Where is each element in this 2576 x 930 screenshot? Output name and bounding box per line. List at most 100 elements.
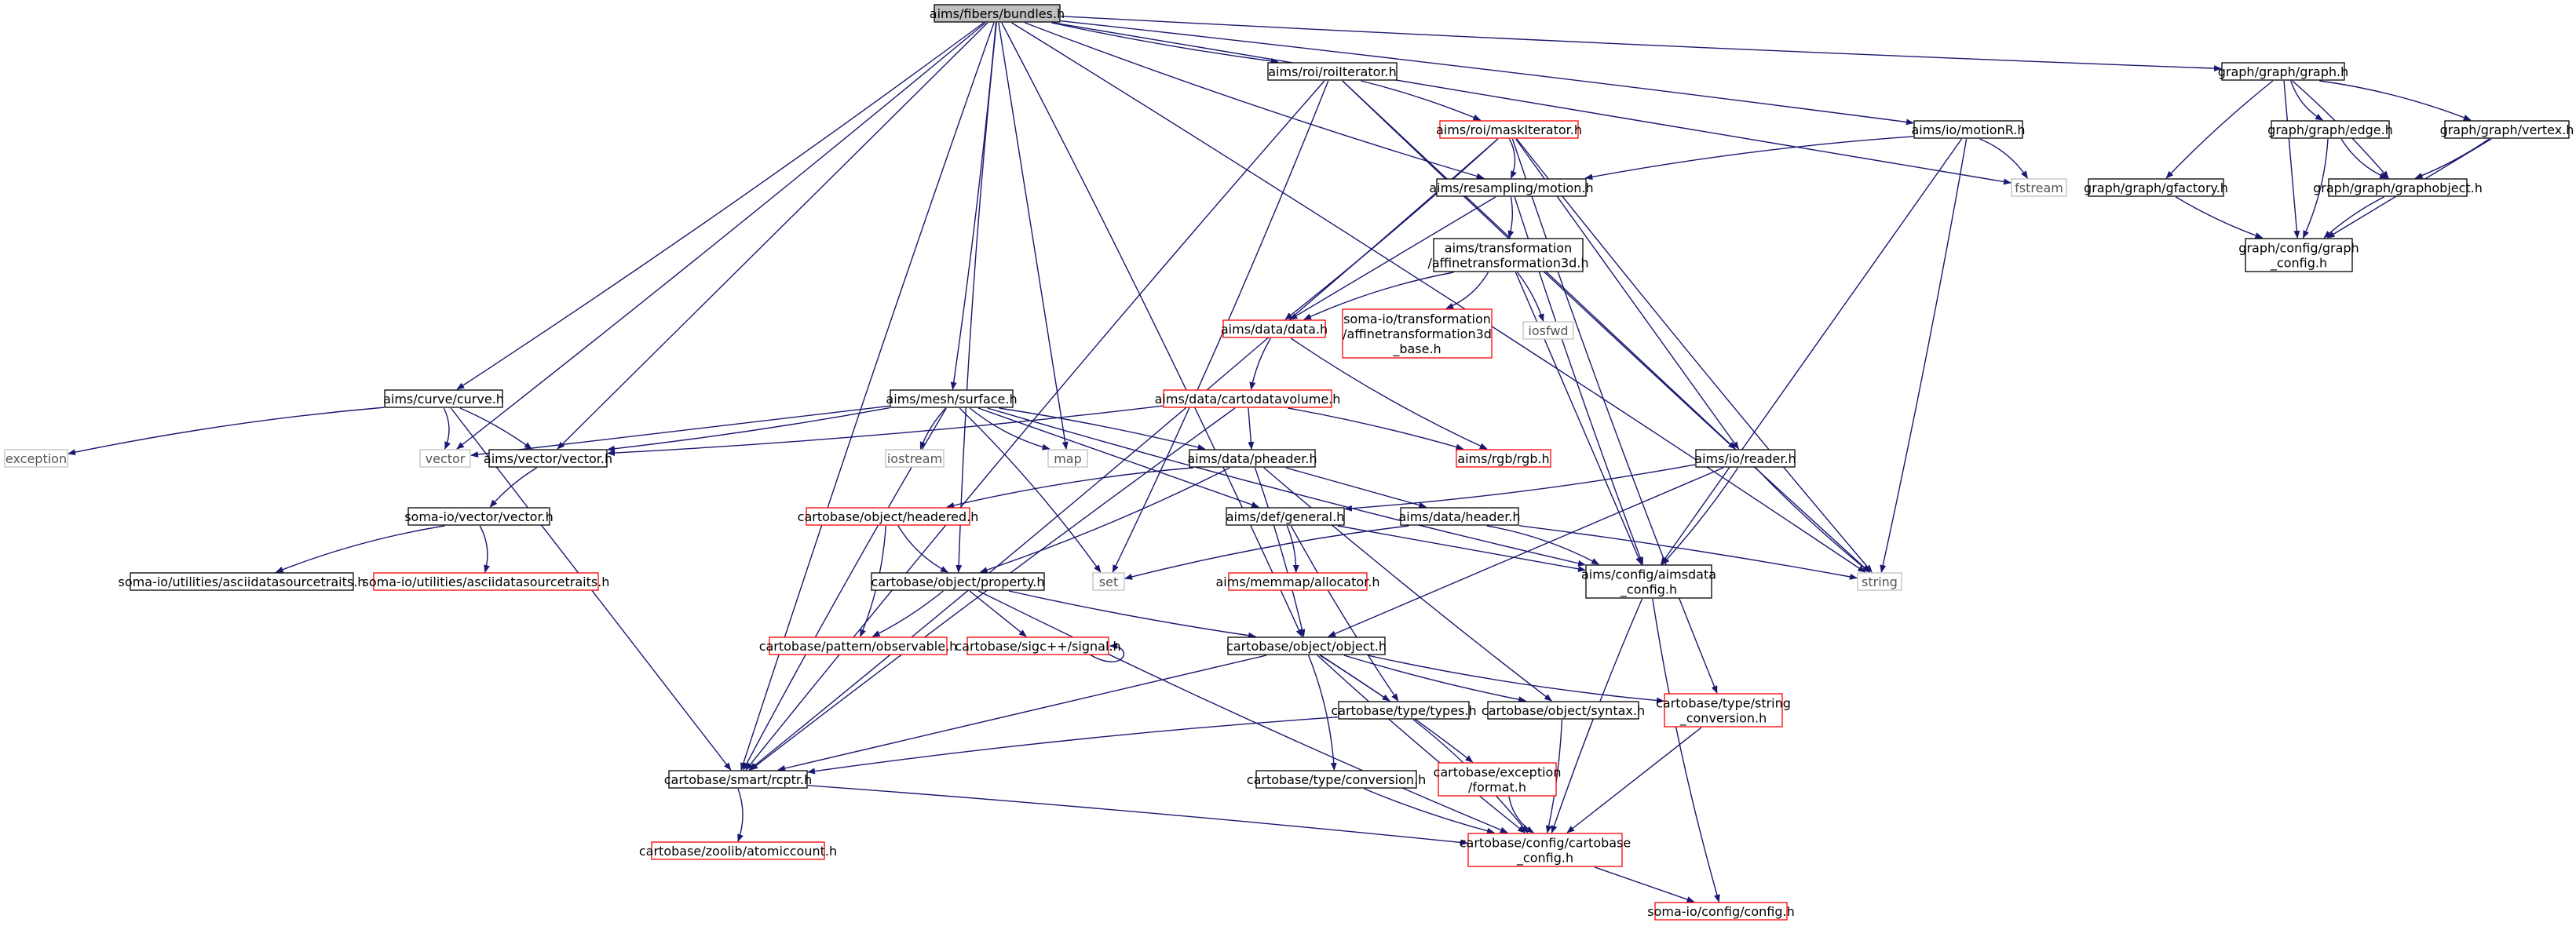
node-box (1467, 833, 1623, 867)
edge-cartovol-to-vectorh (607, 405, 1164, 457)
node-graphconfig[interactable]: graph/config/graph_config.h (2238, 238, 2359, 272)
edge-bundles-to-map (998, 22, 1069, 450)
node-data[interactable]: aims/data/data.h (1221, 319, 1328, 338)
node-fstream[interactable]: fstream (2011, 178, 2067, 197)
edge-affine-to-data (1303, 272, 1454, 320)
edge-maskiter-to-data (1284, 138, 1499, 320)
node-iostream[interactable]: iostream (885, 449, 945, 468)
node-string[interactable]: string (1857, 572, 1902, 591)
node-box (2271, 120, 2390, 139)
node-object[interactable]: cartobase/object/object.h (1226, 636, 1387, 655)
node-label: aims/data/data.h (1221, 322, 1328, 337)
node-maskiter[interactable]: aims/roi/maskIterator.h (1436, 120, 1582, 139)
edge-surface-to-vectorh (607, 407, 890, 452)
node-label: aims/vector/vector.h (484, 451, 612, 466)
node-curve[interactable]: aims/curve/curve.h (383, 389, 504, 408)
node-pheader[interactable]: aims/data/pheader.h (1187, 449, 1317, 468)
node-label: cartobase/config/cartobase (1460, 836, 1631, 851)
edge-curve-to-vectorh (459, 407, 532, 450)
node-box (1585, 564, 1712, 599)
node-label: cartobase/type/types.h (1331, 703, 1476, 718)
node-box (2011, 178, 2067, 197)
node-vector[interactable]: vector (419, 449, 471, 468)
node-types[interactable]: cartobase/type/types.h (1331, 701, 1477, 720)
edge-bundles-to-surface (950, 22, 997, 390)
node-general[interactable]: aims/def/general.h (1226, 507, 1345, 526)
node-edge[interactable]: graph/graph/edge.h (2267, 120, 2393, 139)
edge-pheader-to-header (1285, 467, 1427, 509)
node-excformat[interactable]: cartobase/exception/format.h (1434, 762, 1562, 797)
node-conversion[interactable]: cartobase/type/conversion.h (1247, 770, 1426, 789)
node-label: cartobase/exception (1434, 765, 1562, 780)
node-ascii2[interactable]: soma-io/utilities/asciidatasourcetraits.… (363, 572, 610, 591)
node-motion[interactable]: aims/resampling/motion.h (1429, 178, 1594, 197)
edge-data-to-rgb (1290, 337, 1488, 450)
edge-pheader-to-syntax (1263, 467, 1552, 702)
node-roiiter[interactable]: aims/roi/roiIterator.h (1267, 62, 1398, 81)
node-syntax[interactable]: cartobase/object/syntax.h (1482, 701, 1645, 720)
node-box (1487, 701, 1639, 720)
node-rgb[interactable]: aims/rgb/rgb.h (1456, 449, 1551, 468)
node-ascii1[interactable]: soma-io/utilities/asciidatasourcetraits.… (119, 572, 366, 591)
edge-surface-to-set (959, 407, 1102, 573)
node-label: graph/graph/gfactory.h (2084, 181, 2228, 195)
node-headered[interactable]: cartobase/object/headered.h (798, 507, 979, 526)
node-somavec[interactable]: soma-io/vector/vector.h (404, 507, 554, 526)
edge-cartovol-to-pheader (1248, 407, 1255, 450)
node-aimsconfig[interactable]: aims/config/aimsdata_config.h (1581, 564, 1716, 599)
node-cartovol[interactable]: aims/data/cartodatavolume.h (1155, 389, 1341, 408)
node-label: aims/data/cartodatavolume.h (1155, 392, 1341, 407)
edge-curve-to-vector (443, 407, 451, 450)
node-label: aims/data/pheader.h (1187, 451, 1317, 466)
edge-bundles-to-vector (456, 22, 986, 450)
node-signal[interactable]: cartobase/sigc++/signal.h (955, 636, 1121, 655)
node-strconv[interactable]: cartobase/type/string_conversion.h (1656, 693, 1791, 728)
node-box (1522, 321, 1574, 340)
edge-edge-to-graphobject (2340, 138, 2388, 179)
edge-surface-to-pheader (999, 407, 1206, 450)
node-graph[interactable]: graph/graph/graph.h (2218, 62, 2349, 81)
node-vertex[interactable]: graph/graph/vertex.h (2440, 120, 2574, 139)
node-box (1226, 507, 1345, 526)
node-affine[interactable]: aims/transformation/affinetransformation… (1427, 238, 1589, 272)
node-bundles[interactable]: aims/fibers/bundles.h (930, 4, 1065, 23)
node-label: aims/data/header.h (1398, 509, 1520, 524)
node-box (1047, 449, 1088, 468)
node-observable[interactable]: cartobase/pattern/observable.h (759, 636, 958, 655)
edge-general-to-types (1290, 525, 1399, 702)
node-gfactory[interactable]: graph/graph/gfactory.h (2084, 178, 2228, 197)
node-label: _config.h (1620, 582, 1677, 598)
node-graphobject[interactable]: graph/graph/graphobject.h (2313, 178, 2483, 197)
edge-strconv-to-cbconfig (1566, 727, 1702, 833)
node-label: soma-io/utilities/asciidatasourcetraits.… (363, 574, 610, 589)
node-surface[interactable]: aims/mesh/surface.h (886, 389, 1018, 408)
node-somaaffine[interactable]: soma-io/transformation/affinetransformat… (1342, 308, 1493, 359)
node-box (2088, 178, 2224, 197)
edge-maskiter-to-string (1516, 138, 1873, 573)
node-rcptr[interactable]: cartobase/smart/rcptr.h (664, 770, 813, 789)
node-label: cartobase/object/object.h (1226, 639, 1387, 654)
node-label: aims/transformation (1445, 241, 1572, 256)
node-iosfwd[interactable]: iosfwd (1522, 321, 1574, 340)
node-reader[interactable]: aims/io/reader.h (1694, 449, 1796, 468)
node-allocator[interactable]: aims/memmap/allocator.h (1216, 572, 1380, 591)
edge-bundles-to-motion (1025, 22, 1485, 180)
node-somaconfig[interactable]: soma-io/config/config.h (1647, 902, 1795, 921)
node-label: aims/memmap/allocator.h (1216, 574, 1380, 589)
node-atomic[interactable]: cartobase/zoolib/atomiccount.h (639, 841, 837, 860)
node-vectorh[interactable]: aims/vector/vector.h (484, 449, 612, 468)
node-header[interactable]: aims/data/header.h (1398, 507, 1521, 526)
node-cbconfig[interactable]: cartobase/config/cartobase_config.h (1460, 833, 1631, 867)
node-box (1456, 449, 1551, 468)
edge-bundles-to-object (1001, 22, 1303, 637)
edge-rcptr-to-cbconfig (807, 785, 1468, 846)
edge-data-to-cartovol (1249, 337, 1272, 390)
node-map[interactable]: map (1047, 449, 1088, 468)
node-motionr[interactable]: aims/io/motionR.h (1912, 120, 2026, 139)
node-box (871, 572, 1045, 591)
node-set[interactable]: set (1092, 572, 1125, 591)
edge-motionr-to-string (1880, 138, 1968, 573)
node-exception[interactable]: exception (4, 449, 68, 468)
node-property[interactable]: cartobase/object/property.h (871, 572, 1045, 591)
